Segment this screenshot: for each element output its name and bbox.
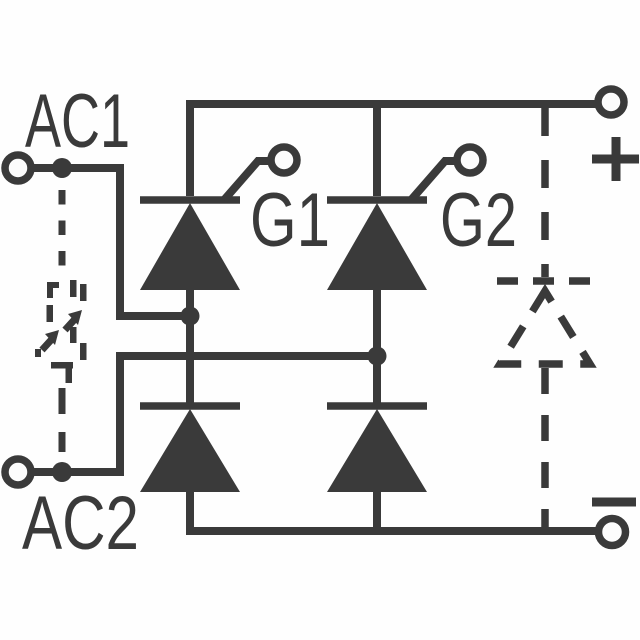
top-rail-wire [186,100,597,196]
g1-terminal [267,143,301,177]
diode-2 [327,402,427,528]
varistor-arrow-1 [62,310,82,333]
g2-label: G2 [440,178,517,263]
ac1-label: AC1 [25,79,130,164]
ac1-input [1,151,200,326]
g2-terminal [453,143,487,177]
scr2-body [327,203,427,290]
scr1-gate-lead [220,157,271,203]
d1-body [140,409,240,492]
scr1-body [140,203,240,290]
diode-1 [140,402,240,492]
optional-varistor [35,190,87,452]
right-leg-junction-dot [367,346,387,366]
d2-body [327,409,427,492]
plus-sign-icon [592,137,639,181]
optional-freewheel-diode [493,108,597,531]
freewheel-body [493,283,597,368]
ac2-label: AC2 [22,481,139,566]
g1-label: G1 [250,178,330,263]
ac1-wire [31,164,190,320]
dc-plus-terminal [594,85,628,119]
left-leg-junction-dot [180,306,200,326]
ac2-junction-dot [52,462,72,482]
dc-minus-terminal [594,514,630,550]
thyristor-1 [140,143,301,403]
varistor-arrow-2 [39,330,59,353]
ac2-input [1,346,387,489]
bottom-rail-wire [186,492,598,535]
ac2-wire [31,352,377,476]
ac1-junction-dot [52,158,72,178]
scr2-gate-lead [407,157,457,203]
negative-rail [186,492,636,550]
positive-rail [186,85,639,196]
